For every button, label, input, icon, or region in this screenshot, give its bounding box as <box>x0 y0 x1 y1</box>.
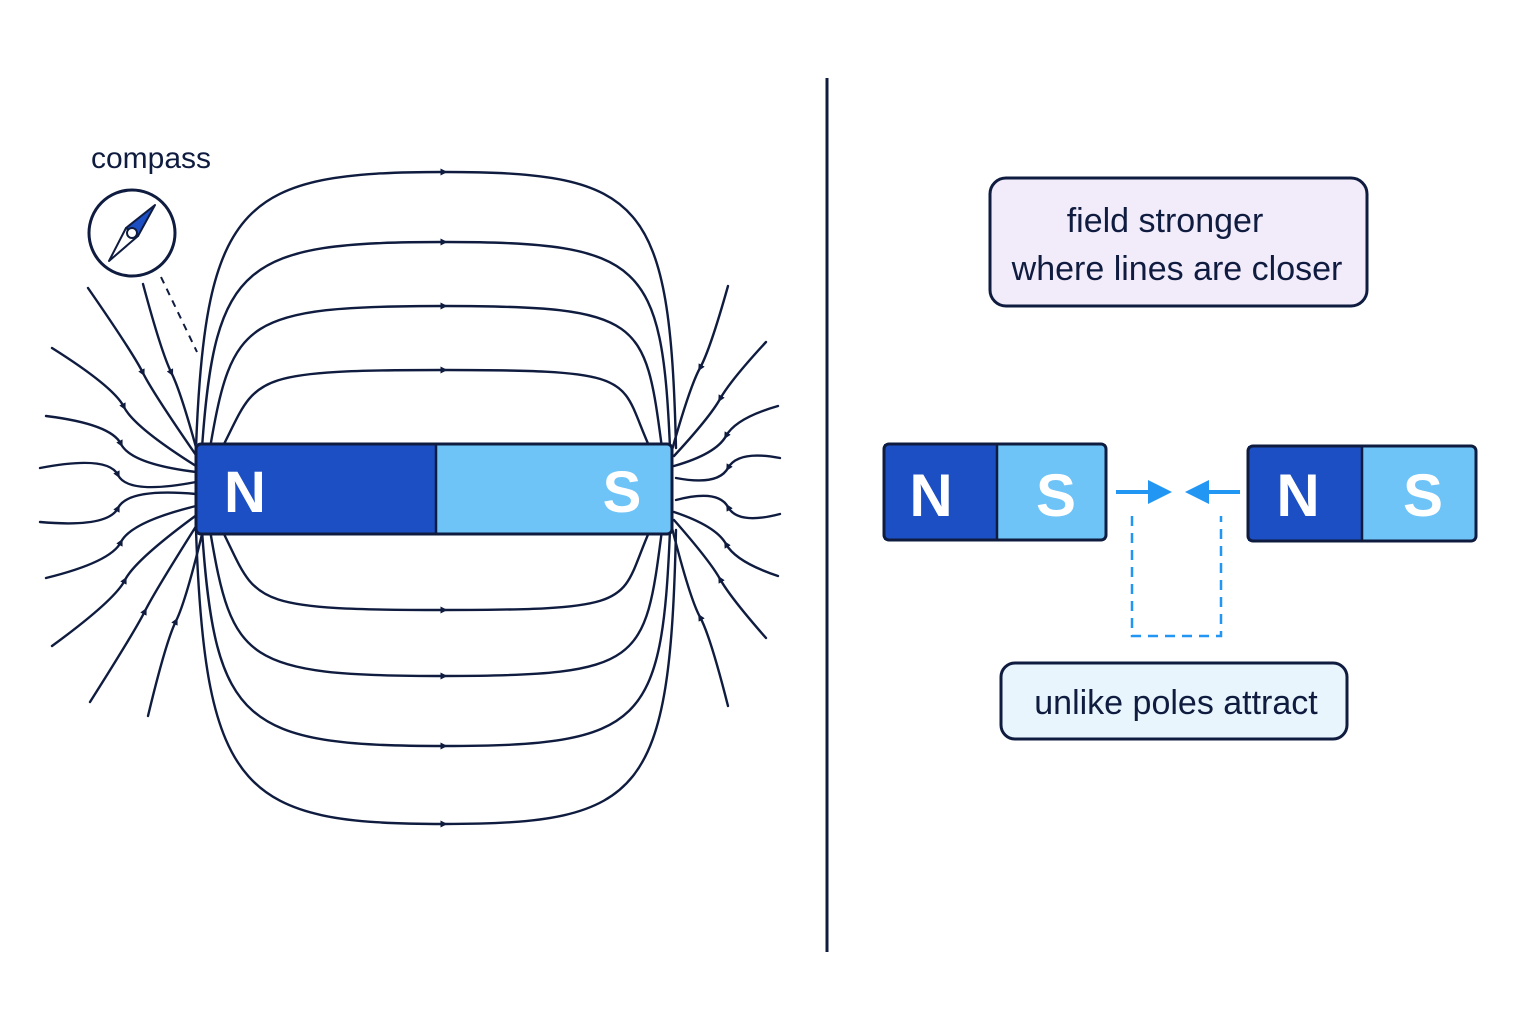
magnet-a-outline <box>882 442 1108 542</box>
attraction-arrows <box>1116 480 1240 504</box>
magnet-outline <box>194 442 674 536</box>
magnet-a-south <box>997 444 1106 540</box>
arrow-right-icon <box>1148 480 1172 504</box>
field-line-north-10 <box>146 524 206 718</box>
field-line-north-8 <box>50 512 200 648</box>
field-line-south-3 <box>672 404 780 468</box>
caption: unlike poles attract <box>999 661 1349 741</box>
field-line-top-2 <box>200 238 672 450</box>
field-line-south-1 <box>670 284 730 452</box>
north-label: N <box>224 460 266 525</box>
dashed-connector <box>1130 516 1223 638</box>
field-line-bottom-3 <box>208 528 664 680</box>
magnet-a-north <box>884 444 997 540</box>
field-line-north-1 <box>86 286 200 460</box>
field-line-south-2 <box>672 340 768 458</box>
field-line-south-8 <box>670 526 730 708</box>
magnet-b-south-label: S <box>1403 462 1443 529</box>
compass: compass <box>87 142 211 353</box>
field-line-north-2 <box>141 282 202 464</box>
field-strength-note: field stronger where lines are closer <box>988 176 1369 308</box>
magnet-a: N S <box>882 442 1108 542</box>
field-line-south-6 <box>672 510 780 578</box>
bar-magnet: N S <box>194 442 674 536</box>
field-line-bottom-1 <box>194 528 678 828</box>
field-line-top-1 <box>194 168 678 450</box>
caption-text: unlike poles attract <box>1034 684 1318 722</box>
magnet-b-south <box>1362 446 1476 541</box>
field-line-top-4 <box>220 366 652 450</box>
note-line-2: where lines are closer <box>1011 250 1343 288</box>
field-line-north-4 <box>44 414 198 474</box>
field-line-south-4 <box>674 454 782 482</box>
south-pole <box>436 444 672 534</box>
field-line-north-7 <box>44 504 198 580</box>
compass-pivot-icon <box>126 227 138 239</box>
magnet-a-north-label: N <box>909 462 952 529</box>
compass-label: compass <box>91 142 211 175</box>
field-line-bottom-4 <box>220 528 652 614</box>
field-line-south-5 <box>674 494 782 520</box>
magnet-a-south-label: S <box>1036 462 1076 529</box>
north-pole <box>196 444 436 534</box>
magnet-b-north-label: N <box>1276 462 1319 529</box>
south-label: S <box>603 460 642 525</box>
magnet-b: N S <box>1246 444 1478 543</box>
field-line-bottom-2 <box>200 528 672 750</box>
field-lines <box>38 168 782 828</box>
field-line-top-3 <box>208 302 664 450</box>
field-line-south-7 <box>672 518 768 640</box>
arrow-left-icon <box>1185 480 1209 504</box>
magnet-b-north <box>1248 446 1362 541</box>
note-line-1: field stronger <box>1067 202 1264 240</box>
field-line-north-5 <box>38 461 198 489</box>
field-line-north-9 <box>88 518 202 704</box>
compass-pointer <box>160 276 198 353</box>
field-line-north-3 <box>50 346 198 468</box>
note-box <box>988 176 1369 308</box>
caption-box <box>999 661 1349 741</box>
field-line-north-6 <box>38 491 198 525</box>
